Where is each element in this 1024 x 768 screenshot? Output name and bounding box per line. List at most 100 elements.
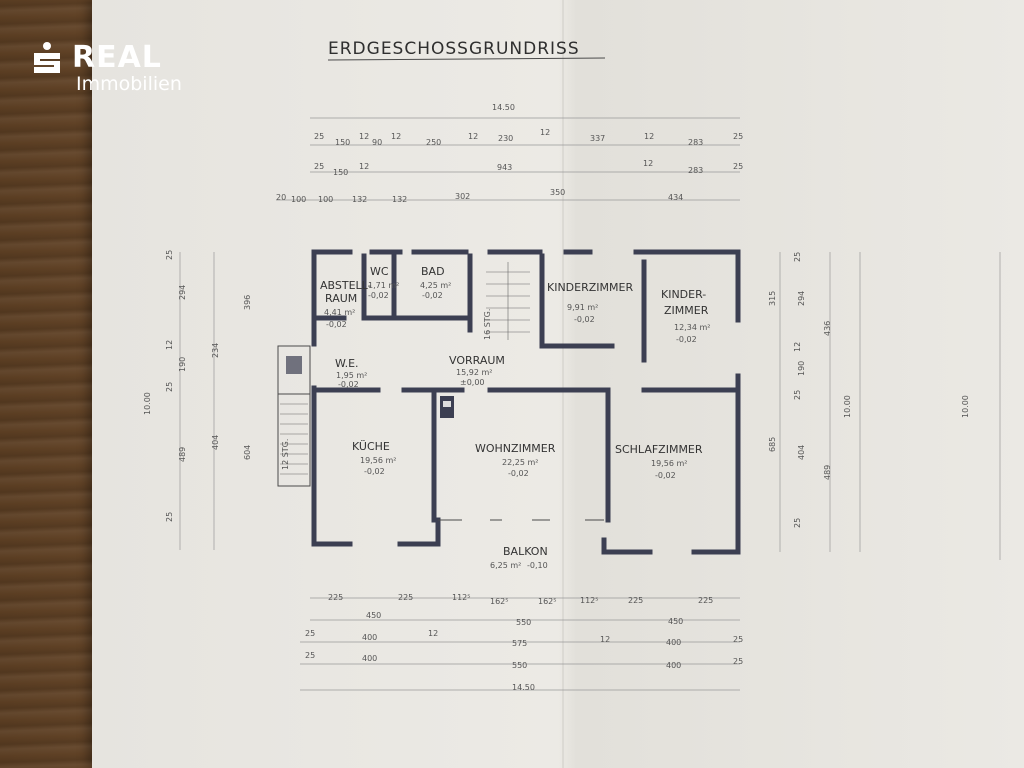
svg-text:20: 20 — [276, 193, 286, 202]
svg-text:-0,02: -0,02 — [368, 291, 389, 300]
svg-text:19,56 m²: 19,56 m² — [360, 456, 396, 465]
svg-text:12 STG.: 12 STG. — [281, 439, 290, 470]
svg-text:12: 12 — [793, 342, 802, 352]
svg-text:434: 434 — [668, 193, 683, 202]
svg-text:234: 234 — [211, 343, 220, 358]
logo-sub-text: Immobilien — [76, 73, 182, 95]
svg-text:14.50: 14.50 — [512, 683, 535, 692]
svg-text:-0,02: -0,02 — [338, 380, 359, 389]
svg-text:15,92 m²: 15,92 m² — [456, 368, 492, 377]
svg-text:100: 100 — [291, 195, 306, 204]
svg-text:337: 337 — [590, 134, 605, 143]
svg-text:400: 400 — [666, 638, 681, 647]
svg-text:12: 12 — [359, 132, 369, 141]
svg-text:25: 25 — [314, 162, 324, 171]
plan-walls — [277, 249, 741, 555]
svg-text:350: 350 — [550, 188, 565, 197]
svg-text:225: 225 — [328, 593, 343, 602]
svg-text:12: 12 — [391, 132, 401, 141]
svg-text:132: 132 — [352, 195, 367, 204]
svg-text:-0,02: -0,02 — [422, 291, 443, 300]
svg-text:WOHNZIMMER: WOHNZIMMER — [475, 442, 556, 455]
svg-text:25: 25 — [733, 162, 743, 171]
svg-text:22,25 m²: 22,25 m² — [502, 458, 538, 467]
overall-width-top: 14.50 — [492, 103, 515, 112]
svg-text:BALKON: BALKON — [503, 545, 548, 558]
svg-text:25: 25 — [305, 651, 315, 660]
svg-text:250: 250 — [426, 138, 441, 147]
svg-text:4,41 m²: 4,41 m² — [324, 308, 355, 317]
dims-top-row1: 25 150 12 90 12 250 12 230 12 337 12 283… — [310, 128, 743, 147]
svg-text:1,71 m²: 1,71 m² — [368, 281, 399, 290]
svg-text:12: 12 — [428, 629, 438, 638]
svg-text:ZIMMER: ZIMMER — [664, 304, 709, 317]
svg-text:25: 25 — [733, 132, 743, 141]
svg-text:283: 283 — [688, 138, 703, 147]
svg-text:315: 315 — [768, 291, 777, 306]
svg-text:-0,02: -0,02 — [676, 335, 697, 344]
real-immobilien-logo: REAL Immobilien — [30, 40, 182, 95]
svg-text:25: 25 — [793, 252, 802, 262]
floor-plan-paper — [92, 0, 1024, 768]
svg-text:KINDERZIMMER: KINDERZIMMER — [547, 281, 633, 294]
svg-text:90: 90 — [372, 138, 382, 147]
svg-text:450: 450 — [668, 617, 683, 626]
sparkasse-s-icon — [30, 41, 64, 75]
svg-text:-0,02: -0,02 — [326, 320, 347, 329]
svg-text:225: 225 — [628, 596, 643, 605]
svg-text:489: 489 — [823, 465, 832, 480]
svg-text:400: 400 — [362, 654, 377, 663]
svg-text:25: 25 — [165, 512, 174, 522]
svg-text:436: 436 — [823, 321, 832, 336]
svg-text:162⁵: 162⁵ — [538, 597, 556, 606]
svg-text:230: 230 — [498, 134, 513, 143]
svg-text:VORRAUM: VORRAUM — [449, 354, 505, 367]
svg-text:550: 550 — [516, 618, 531, 627]
svg-text:9,91 m²: 9,91 m² — [567, 303, 598, 312]
dims-top-row2: 25 150 12 943 12 283 25 — [310, 159, 743, 177]
svg-text:685: 685 — [768, 437, 777, 452]
svg-text:12: 12 — [643, 159, 653, 168]
room-labels: ABSTELL- RAUM 4,41 m² -0,02 WC 1,71 m² -… — [281, 265, 710, 570]
svg-text:6,25 m²: 6,25 m² — [490, 561, 521, 570]
svg-text:-0,02: -0,02 — [364, 467, 385, 476]
svg-text:12: 12 — [540, 128, 550, 137]
svg-text:KINDER-: KINDER- — [661, 288, 706, 301]
svg-text:550: 550 — [512, 661, 527, 670]
svg-text:-0,02: -0,02 — [574, 315, 595, 324]
svg-text:396: 396 — [243, 295, 252, 310]
svg-text:943: 943 — [497, 163, 512, 172]
svg-text:-0,02: -0,02 — [655, 471, 676, 480]
svg-text:W.E.: W.E. — [335, 357, 359, 370]
svg-text:112⁵: 112⁵ — [452, 593, 470, 602]
svg-text:190: 190 — [178, 357, 187, 372]
svg-text:25: 25 — [793, 390, 802, 400]
svg-text:150: 150 — [335, 138, 350, 147]
svg-text:25: 25 — [793, 518, 802, 528]
svg-text:16 STG.: 16 STG. — [483, 309, 492, 340]
svg-text:302: 302 — [455, 192, 470, 201]
dims-left: 10.00 25 294 12 190 25 489 25 396 234 40… — [143, 250, 252, 550]
svg-text:BAD: BAD — [421, 265, 445, 278]
svg-text:19,56 m²: 19,56 m² — [651, 459, 687, 468]
svg-text:575: 575 — [512, 639, 527, 648]
svg-text:25: 25 — [165, 382, 174, 392]
svg-text:12: 12 — [644, 132, 654, 141]
svg-text:400: 400 — [666, 661, 681, 670]
dims-bottom: 225 225 112⁵ 162⁵ 162⁵ 112⁵ 225 225 450 … — [300, 593, 743, 692]
svg-text:404: 404 — [211, 435, 220, 450]
svg-text:4,25 m²: 4,25 m² — [420, 281, 451, 290]
svg-text:RAUM: RAUM — [325, 292, 357, 305]
svg-text:10.00: 10.00 — [961, 395, 970, 418]
logo-brand-text: REAL — [72, 40, 162, 75]
svg-text:100: 100 — [318, 195, 333, 204]
dims-top-row3: 20 100 100 132 132 302 350 434 — [276, 188, 740, 204]
svg-text:12: 12 — [165, 340, 174, 350]
svg-text:±0,00: ±0,00 — [460, 378, 485, 387]
svg-text:294: 294 — [797, 291, 806, 306]
svg-text:283: 283 — [688, 166, 703, 175]
svg-text:225: 225 — [698, 596, 713, 605]
svg-text:132: 132 — [392, 195, 407, 204]
svg-text:25: 25 — [314, 132, 324, 141]
svg-text:10.00: 10.00 — [143, 392, 152, 415]
